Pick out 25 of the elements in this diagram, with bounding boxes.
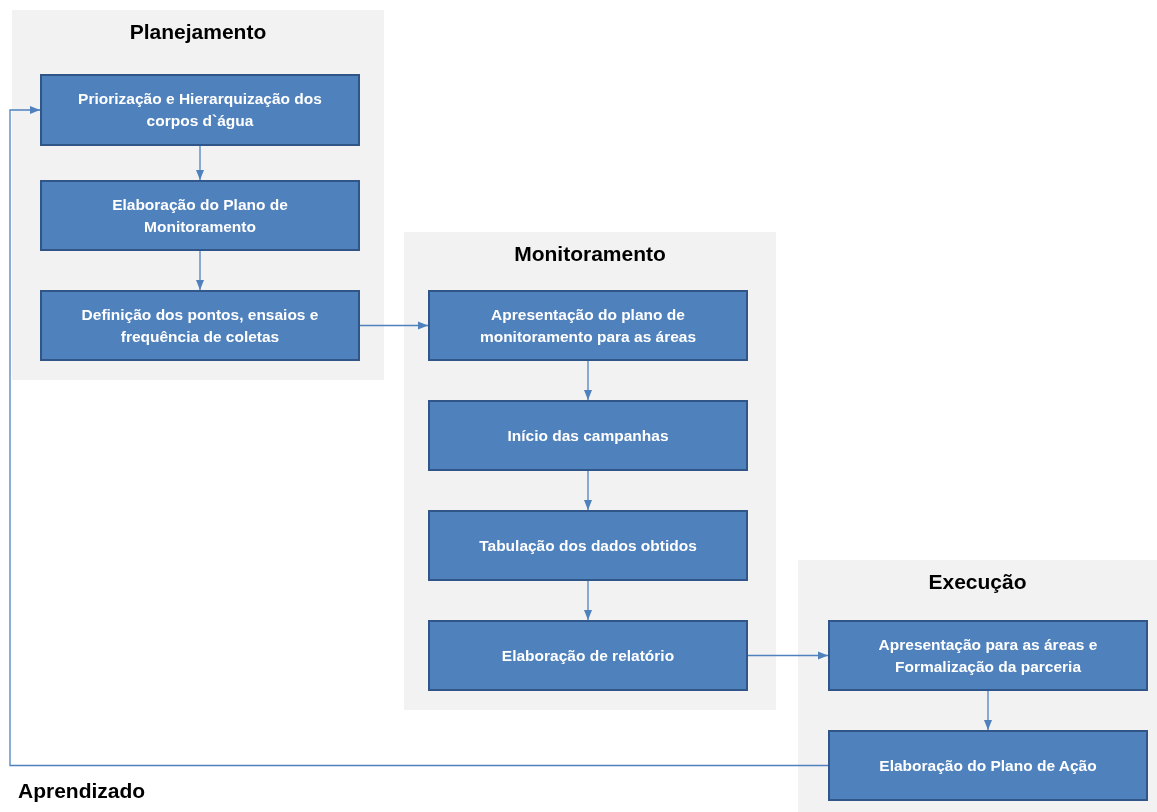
process-box: Definição dos pontos, ensaios e frequência de coletas: [40, 290, 360, 361]
arrow: [584, 580, 592, 621]
arrow: [196, 250, 204, 291]
process-box: Apresentação para as áreas e Formalização da parceria: [828, 620, 1148, 691]
process-box: Tabulação dos dados obtidos: [428, 510, 748, 581]
arrow: [747, 651, 829, 660]
arrow: [9, 106, 829, 767]
arrow: [584, 470, 592, 511]
arrow: [196, 145, 204, 181]
phase-panel: [12, 10, 384, 380]
phase-heading: Monitoramento: [513, 242, 667, 266]
edge-label: Aprendizado: [18, 778, 146, 803]
process-box: Elaboração de relatório: [428, 620, 748, 691]
arrow: [359, 321, 429, 330]
process-box: Elaboração do Plano de Ação: [828, 730, 1148, 801]
process-box: Início das campanhas: [428, 400, 748, 471]
process-box: Elaboração do Plano de Monitoramento: [40, 180, 360, 251]
arrow: [584, 360, 592, 401]
process-box: Apresentação do plano de monitoramento para as áreas: [428, 290, 748, 361]
phase-heading: Execução: [927, 570, 1028, 594]
arrow: [984, 690, 992, 731]
phase-panel: [798, 560, 1157, 812]
process-box: Priorização e Hierarquização dos corpos d`água: [40, 74, 360, 146]
phase-heading: Planejamento: [128, 20, 268, 44]
phase-panel: [404, 232, 776, 710]
